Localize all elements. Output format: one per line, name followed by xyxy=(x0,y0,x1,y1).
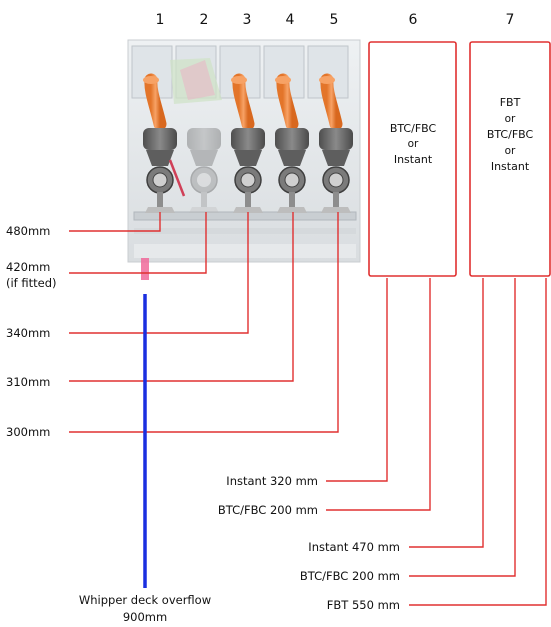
label-btc-fbc-200-a: BTC/FBC 200 mm xyxy=(218,503,318,517)
column-number-4: 4 xyxy=(286,12,295,28)
leader-fbt-550 xyxy=(409,278,547,606)
box7-line-1: FBT xyxy=(500,96,521,109)
label-instant-470: Instant 470 mm xyxy=(308,540,400,554)
mixer-unit-3 xyxy=(231,73,265,213)
overflow-spout xyxy=(141,258,149,280)
label-instant-320: Instant 320 mm xyxy=(226,474,318,488)
leader-btc-200-b xyxy=(409,278,516,577)
column-number-7: 7 xyxy=(506,12,515,28)
box6-line-2: or xyxy=(408,138,419,150)
column-number-1: 1 xyxy=(156,12,165,28)
right-labels: Instant 320 mm BTC/FBC 200 mm Instant 47… xyxy=(218,474,400,612)
column-numbers: 1 2 3 4 5 6 7 xyxy=(156,12,515,28)
mixer-unit-5 xyxy=(319,73,353,213)
column-number-2: 2 xyxy=(200,12,209,28)
leader-300 xyxy=(69,212,339,433)
mixer-unit-1 xyxy=(143,73,186,213)
overflow-label-line-1: Whipper deck overflow xyxy=(79,593,211,607)
mixer-unit-4 xyxy=(275,73,309,213)
box6-line-1: BTC/FBC xyxy=(390,122,437,135)
label-btc-fbc-200-b: BTC/FBC 200 mm xyxy=(300,569,400,583)
column-number-3: 3 xyxy=(243,12,252,28)
leader-420 xyxy=(69,212,207,274)
leader-340 xyxy=(69,212,249,334)
leader-instant-320 xyxy=(326,278,388,482)
leader-instant-470 xyxy=(409,278,484,548)
box7-line-2: or xyxy=(505,113,516,125)
whipper-deck xyxy=(134,244,356,258)
column-number-6: 6 xyxy=(409,12,418,28)
label-fbt-550: FBT 550 mm xyxy=(327,598,400,612)
unit-box-6: BTC/FBC or Instant xyxy=(368,41,457,277)
label-340mm: 340mm xyxy=(6,326,50,340)
box7-line-4: or xyxy=(505,145,516,157)
label-300mm: 300mm xyxy=(6,425,50,439)
machine-illustration xyxy=(127,39,361,280)
overflow-label-line-2: 900mm xyxy=(123,610,167,624)
label-480mm: 480mm xyxy=(6,224,50,238)
label-420mm: 420mm xyxy=(6,260,50,274)
label-310mm: 310mm xyxy=(6,375,50,389)
leader-btc-200-a xyxy=(326,278,431,511)
unit-box-7: FBT or BTC/FBC or Instant xyxy=(469,41,551,277)
column-number-5: 5 xyxy=(330,12,339,28)
label-if-fitted: (if fitted) xyxy=(6,276,57,290)
box7-line-3: BTC/FBC xyxy=(487,128,534,141)
box7-line-5: Instant xyxy=(491,160,530,173)
right-leaders xyxy=(326,278,547,606)
left-labels: 480mm 420mm (if fitted) 340mm 310mm 300m… xyxy=(6,224,57,439)
box6-line-3: Instant xyxy=(394,153,433,166)
leader-480 xyxy=(69,212,161,232)
drip-tray xyxy=(133,211,357,221)
mixer-unit-2-ghost xyxy=(187,128,221,213)
tray-lip xyxy=(134,228,356,234)
